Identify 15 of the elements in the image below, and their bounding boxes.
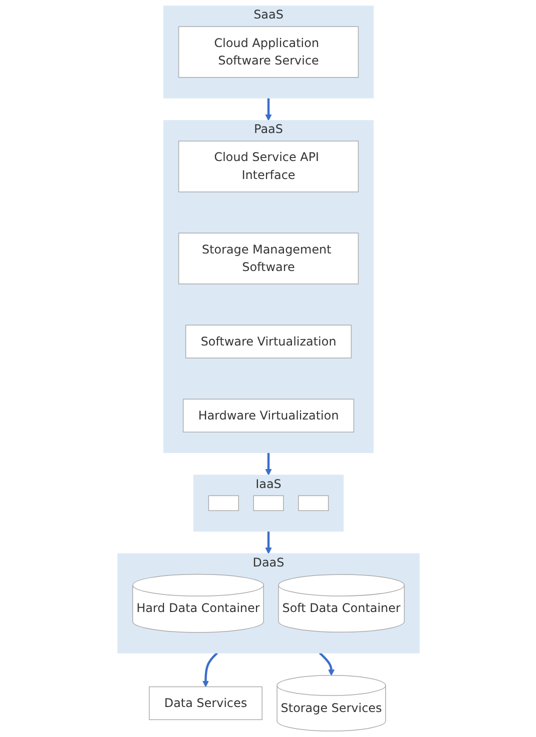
arrow — [264, 98, 272, 121]
arrow — [264, 452, 272, 476]
node-box — [208, 495, 238, 512]
node-box — [252, 495, 284, 512]
arrow — [318, 652, 334, 676]
cluster: IaaS — [192, 474, 344, 532]
node-box: Storage Management Software — [178, 232, 358, 284]
node-box: Data Services — [148, 686, 262, 720]
node-box: Hardware Virtualization — [182, 398, 354, 432]
arrow — [202, 652, 218, 688]
node-box — [298, 495, 328, 512]
node-box: Cloud Service API Interface — [178, 140, 358, 192]
arrow — [264, 531, 272, 554]
node-box: Cloud Application Software Service — [178, 26, 358, 78]
node-box: Software Virtualization — [184, 324, 352, 358]
